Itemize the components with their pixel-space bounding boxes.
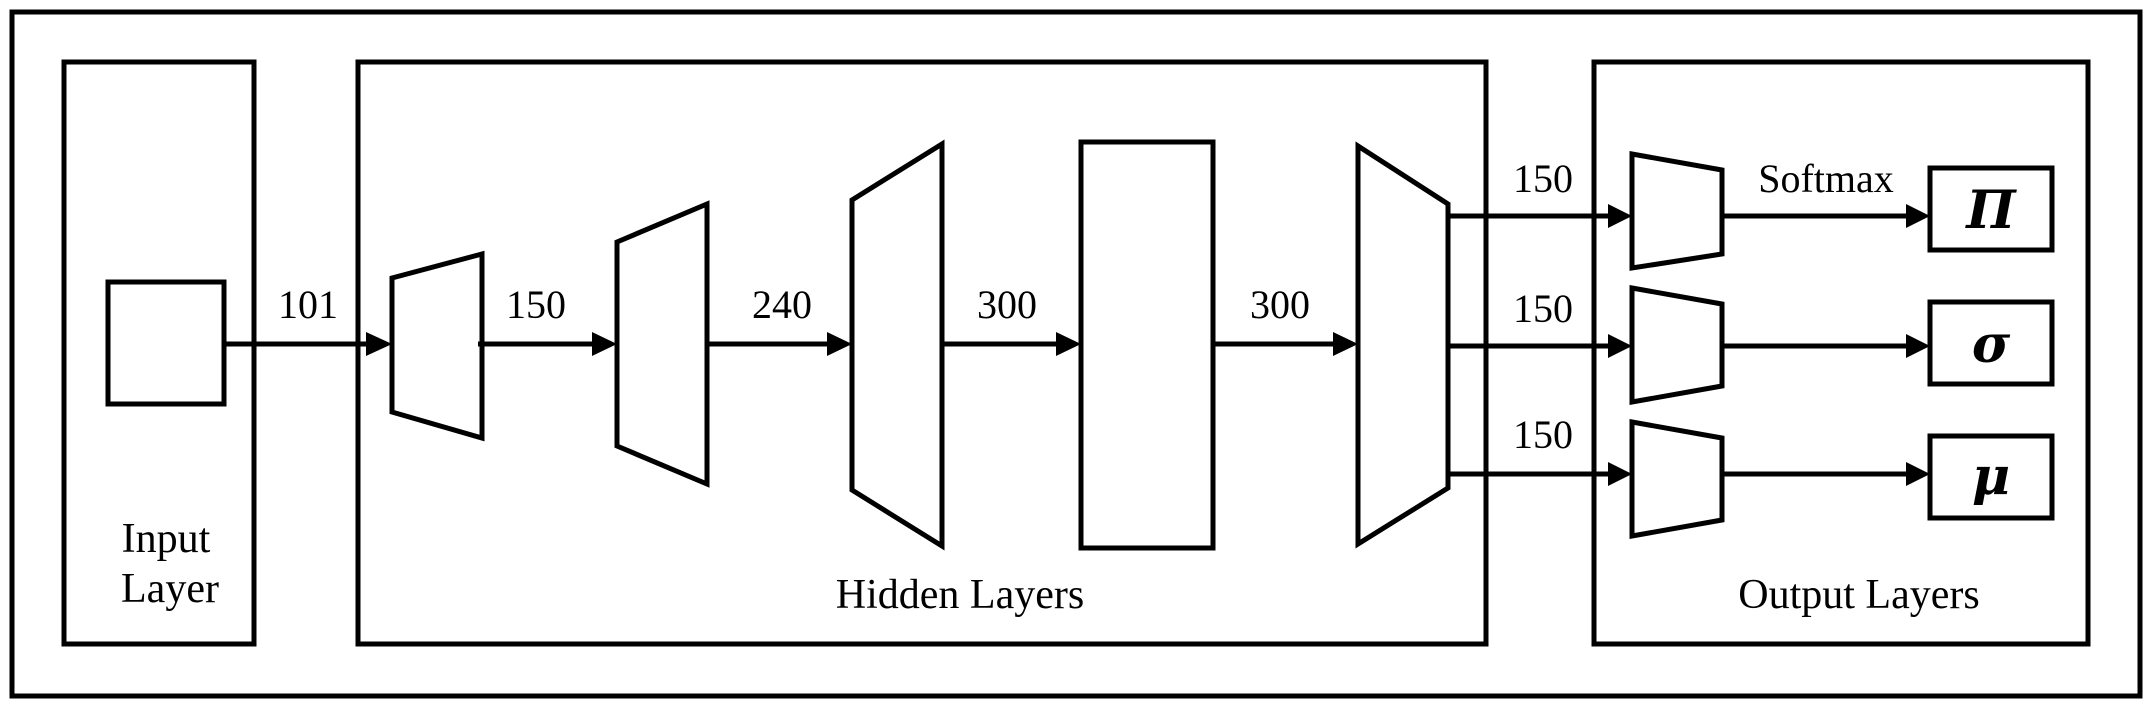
arrow-head-icon: [592, 332, 617, 356]
arrow-head-icon: [1906, 334, 1930, 358]
edge-label-h4: 300: [1250, 282, 1310, 327]
output-head-1: [1629, 151, 1725, 271]
output-head-2: [1629, 285, 1725, 405]
softmax-label: Softmax: [1758, 156, 1894, 201]
edge-label-out2: 150: [1513, 286, 1573, 331]
arrow-heads: [366, 204, 1930, 486]
edge-label-out3: 150: [1513, 412, 1573, 457]
arrow-head-icon: [1333, 332, 1358, 356]
input-node: [105, 279, 227, 407]
edge-label-input: 101: [278, 282, 338, 327]
arrow-head-icon: [827, 332, 852, 356]
edge-label-out1: 150: [1513, 156, 1573, 201]
output-layers-title: Output Layers: [1738, 572, 1979, 618]
output-box-pi: [1927, 165, 2055, 253]
connection-lines: [224, 213, 1908, 477]
hidden-block-2: [614, 200, 710, 488]
hidden-block-4: [1078, 139, 1216, 551]
input-layer-title-line2: Layer: [121, 566, 219, 612]
input-layer-title-line1: Input: [122, 516, 211, 562]
output-box-sigma: [1927, 299, 2055, 387]
arrow-head-icon: [1906, 204, 1930, 228]
edge-label-h2: 240: [752, 282, 812, 327]
sigma-symbol: σ: [1972, 314, 2011, 375]
arrow-head-icon: [1608, 334, 1632, 358]
hidden-block-1: [389, 250, 485, 442]
output-box-mu: [1927, 433, 2055, 521]
hidden-layers-title: Hidden Layers: [836, 572, 1084, 618]
edge-label-h1: 150: [506, 282, 566, 327]
mu-symbol: μ: [1972, 446, 2010, 507]
arrow-head-icon: [1608, 462, 1632, 486]
arrow-head-icon: [1906, 462, 1930, 486]
hidden-block-3: [849, 139, 945, 551]
arrow-head-icon: [1608, 204, 1632, 228]
pi-symbol: Π: [1964, 180, 2017, 241]
arrow-head-icon: [1056, 332, 1081, 356]
hidden-block-5: [1355, 141, 1451, 549]
arrow-head-icon: [366, 332, 392, 356]
output-head-3: [1629, 419, 1725, 539]
edge-label-h3: 300: [977, 282, 1037, 327]
